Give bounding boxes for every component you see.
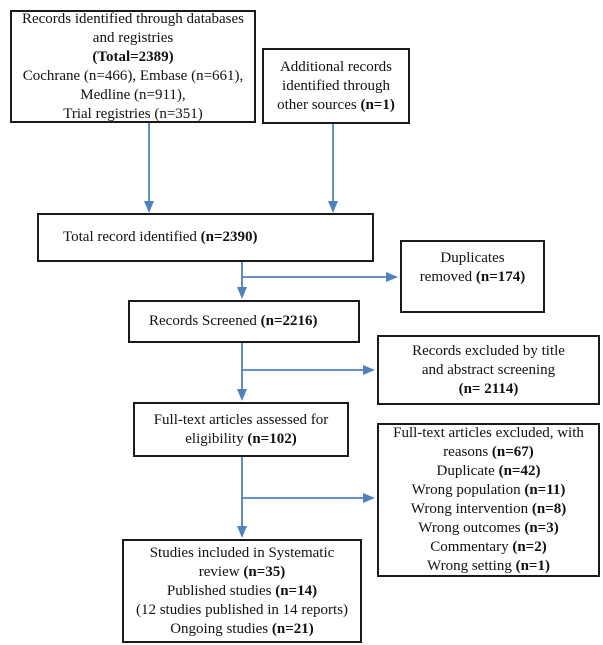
box-records-excluded-title-abstract: Records excluded by title and abstract sc… bbox=[377, 335, 600, 405]
text-line: Wrong intervention (n=8) bbox=[410, 501, 567, 517]
box-duplicates-removed: Duplicates removed (n=174) bbox=[400, 240, 545, 313]
text-line: Trial registries (n=351) bbox=[63, 105, 203, 122]
text-line: Full-text articles assessed for bbox=[153, 411, 329, 428]
text-line: identified through bbox=[282, 77, 390, 94]
box-studies-included: Studies included in Systematic review (n=… bbox=[122, 539, 362, 643]
text-line: Full-text articles excluded, with bbox=[393, 425, 584, 441]
text-line: Duplicates bbox=[440, 250, 505, 266]
text-line: Studies included in Systematic bbox=[149, 544, 335, 561]
text-line: and abstract screening bbox=[421, 361, 556, 378]
text-line: Wrong population (n=11) bbox=[411, 482, 566, 498]
box-fulltext-excluded-reasons: Full-text articles excluded, with reasons… bbox=[377, 423, 600, 577]
box-records-identified-databases: Records identified through databases and … bbox=[10, 10, 256, 123]
text-line: Records identified through databases bbox=[21, 10, 245, 27]
text-line: Additional records bbox=[279, 58, 393, 75]
text-line: Wrong outcomes (n=3) bbox=[418, 520, 559, 536]
text-line: reasons (n=67) bbox=[443, 444, 534, 460]
box-fulltext-assessed: Full-text articles assessed for eligibili… bbox=[133, 402, 349, 457]
text-line: Ongoing studies (n=21) bbox=[170, 620, 314, 637]
text-line: Records excluded by title bbox=[412, 342, 565, 359]
text-line: Cochrane (n=466), Embase (n=661), bbox=[22, 67, 244, 84]
text-line: and registries bbox=[92, 29, 174, 46]
text-line: removed (n=174) bbox=[419, 269, 526, 285]
text-line: other sources (n=1) bbox=[277, 96, 395, 113]
text-line: Wrong setting (n=1) bbox=[427, 558, 550, 574]
text-line: Commentary (n=2) bbox=[430, 539, 547, 555]
text-line: Medline (n=911), bbox=[80, 86, 186, 103]
text-line: (Total=2389) bbox=[92, 48, 174, 65]
text-line: (12 studies published in 14 reports) bbox=[135, 601, 349, 618]
text-line: Records Screened (n=2216) bbox=[149, 313, 318, 329]
text-line: Total record identified (n=2390) bbox=[63, 229, 258, 245]
text-line: (n= 2114) bbox=[458, 380, 519, 397]
text-line: Duplicate (n=42) bbox=[436, 463, 541, 479]
box-additional-records-other-sources: Additional records identified through othe… bbox=[262, 48, 410, 124]
text-line: Published studies (n=14) bbox=[166, 582, 318, 599]
box-records-screened: Records Screened (n=2216) bbox=[128, 300, 360, 343]
text-line: eligibility (n=102) bbox=[185, 430, 297, 447]
text-line: review (n=35) bbox=[198, 563, 286, 580]
box-total-records-identified: Total record identified (n=2390) bbox=[37, 213, 374, 262]
